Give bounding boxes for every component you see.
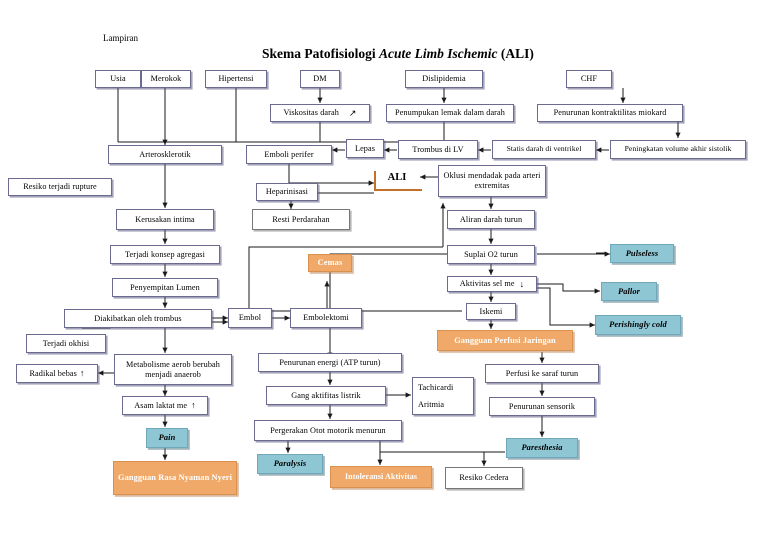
title-italic: Acute Limb Ischemic: [379, 46, 498, 61]
node-resiko-rupture[interactable]: Resiko terjadi rupture: [8, 178, 112, 196]
node-viskositas-label: Viskositas darah: [283, 108, 339, 118]
node-pallor[interactable]: Pallor: [601, 282, 657, 301]
title-part1: Skema Patofisiologi: [262, 46, 379, 61]
node-asam-laktat[interactable]: Asam laktat me ↑: [122, 396, 208, 415]
node-statis-darah[interactable]: Statis darah di ventrikel: [492, 140, 596, 159]
node-paralysis[interactable]: Paralysis: [257, 454, 323, 474]
node-dm[interactable]: DM: [300, 70, 340, 88]
node-pulseless[interactable]: Pulseless: [610, 244, 674, 263]
node-gangguan-rasa-nyaman-nyeri[interactable]: Gangguan Rasa Nyaman Nyeri: [113, 461, 237, 495]
node-tachicardi-label: Tachicardi: [418, 382, 454, 392]
node-trombus-lv[interactable]: Trombus di LV: [398, 140, 478, 159]
node-dislipidemia[interactable]: Dislipidemia: [405, 70, 483, 88]
node-aktivitas-sel-label: Aktivitas sel me: [459, 279, 515, 289]
node-arterosklerotik[interactable]: Arterosklerotik: [108, 145, 222, 164]
node-lepas[interactable]: Lepas: [346, 139, 384, 158]
ali-left-bar: [374, 171, 376, 190]
node-aktivitas-sel[interactable]: Aktivitas sel me ↓: [447, 276, 537, 292]
page-title: Skema Patofisiologi Acute Limb Ischemic …: [262, 46, 534, 62]
node-gang-aktifitas-listrik[interactable]: Gang aktifitas listrik: [266, 386, 386, 405]
node-resti-perdarahan[interactable]: Resti Perdarahan: [252, 209, 350, 230]
node-terjadi-konsep-agregasi[interactable]: Terjadi konsep agregasi: [110, 245, 220, 264]
lampiran-label: Lampiran: [103, 33, 138, 43]
node-pergerakan-otot[interactable]: Pergerakan Otot motorik menurun: [254, 420, 402, 441]
up-arrow-icon: ↑: [79, 368, 85, 379]
node-penurunan-energi[interactable]: Penurunan energi (ATP turun): [258, 353, 402, 372]
node-tachicardi-aritmia[interactable]: Tachicardi Aritmia: [412, 377, 474, 415]
node-intoleransi-aktivitas[interactable]: Intoleransi Aktivitas: [330, 466, 432, 488]
down-arrow-icon: ↓: [519, 278, 525, 289]
node-penurunan-kontraktilitas[interactable]: Penurunan kontraktilitas miokard: [537, 104, 683, 122]
node-perfusi-saraf-turun[interactable]: Perfusi ke saraf turun: [485, 364, 599, 383]
node-pain[interactable]: Pain: [146, 428, 188, 448]
node-asam-laktat-label: Asam laktat me: [134, 400, 188, 410]
node-gangguan-perfusi-jaringan[interactable]: Gangguan Perfusi Jaringan: [437, 330, 573, 351]
node-suplai-o2-turun[interactable]: Suplai O2 turun: [447, 245, 535, 264]
node-oklusi-mendadak[interactable]: Oklusi mendadak pada arteri extremitas: [438, 165, 546, 197]
node-penumpukan-lemak[interactable]: Penumpukan lemak dalam darah: [386, 104, 514, 122]
node-terjadi-oklusi[interactable]: Terjadi okhisi: [26, 334, 106, 353]
title-part2: (ALI): [497, 46, 534, 61]
ali-underline-bar: [374, 189, 422, 191]
node-radikal-bebas[interactable]: Radikal bebas ↑: [16, 364, 98, 383]
node-resiko-cedera[interactable]: Resiko Cedera: [445, 467, 523, 489]
node-paresthesia[interactable]: Paresthesia: [506, 438, 578, 458]
node-peningkatan-volume[interactable]: Peningkatan volume akhir sistolik: [610, 140, 746, 159]
node-penurunan-sensorik[interactable]: Penurunan sensorik: [489, 397, 595, 416]
node-cemas[interactable]: Cemas: [308, 254, 352, 272]
node-usia[interactable]: Usia: [95, 70, 141, 88]
node-viskositas-darah[interactable]: Viskositas darah ↗: [270, 104, 370, 122]
node-penyempitan-lumen[interactable]: Penyempitan Lumen: [112, 278, 218, 297]
up-arrow-icon: ↑: [191, 400, 196, 411]
node-hipertensi[interactable]: Hipertensi: [205, 70, 267, 88]
node-iskemi[interactable]: Iskemi: [466, 303, 516, 320]
node-chf[interactable]: CHF: [566, 70, 612, 88]
ali-label: ALI: [387, 172, 407, 183]
node-radikal-bebas-label: Radikal bebas: [29, 368, 77, 378]
node-merokok[interactable]: Merokok: [141, 70, 191, 88]
node-embol[interactable]: Embol: [228, 308, 272, 328]
node-perishingly-cold[interactable]: Perishingly cold: [595, 315, 681, 335]
node-diakibatkan-trombus[interactable]: Diakibatkan oleh trombus: [64, 309, 212, 328]
node-heparinisasi[interactable]: Heparinisasi: [256, 183, 318, 201]
node-embolektomi[interactable]: Embolektomi: [290, 308, 362, 328]
node-emboli-perifer[interactable]: Emboli perifer: [246, 145, 332, 164]
node-kerusakan-intima[interactable]: Kerusakan intima: [116, 209, 214, 230]
node-metabolisme-anaerob[interactable]: Metabolisme aerob berubah menjadi anaero…: [114, 354, 232, 385]
node-aliran-darah-turun[interactable]: Aliran darah turun: [447, 210, 535, 229]
node-aritmia-label: Aritmia: [418, 399, 445, 409]
up-arrow-icon: ↗: [348, 107, 357, 118]
